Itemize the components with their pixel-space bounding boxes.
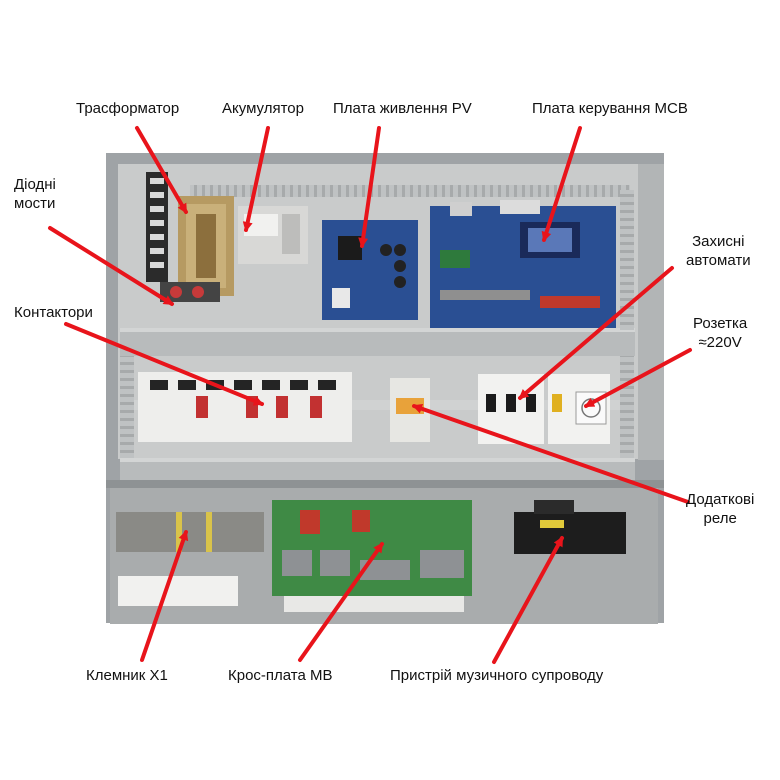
arrow-diode-bridges xyxy=(48,226,174,306)
label-socket-line1: Розетка xyxy=(693,315,748,332)
label-music-device: Пристрій музичного супроводу xyxy=(390,667,604,684)
arrow-protective-breakers xyxy=(518,266,674,400)
label-pv-board: Плата живлення PV xyxy=(333,100,472,117)
arrow-music-device xyxy=(492,536,564,664)
lower-components xyxy=(116,500,626,612)
label-diode-bridges: Діодні мости xyxy=(14,175,56,213)
label-protective-breakers-line2: автомати xyxy=(686,252,751,269)
arrow-socket xyxy=(584,348,692,408)
label-protective-breakers-line1: Захисні xyxy=(692,233,745,250)
label-protective-breakers: Захисні автомати xyxy=(686,232,751,270)
label-transformer: Трасформатор xyxy=(76,100,180,117)
arrow-battery xyxy=(242,126,270,232)
label-socket-line2: ≈220V xyxy=(698,334,742,351)
label-mcb-board: Плата керування MCB xyxy=(532,100,688,117)
arrow-contactors xyxy=(64,322,264,406)
arrow-pv-board xyxy=(358,126,381,248)
arrow-mcb-board xyxy=(541,126,582,242)
label-battery: Акумулятор xyxy=(222,100,304,117)
label-contactors: Контактори xyxy=(14,304,93,321)
arrow-terminal-block xyxy=(140,530,189,662)
label-extra-relays-line2: реле xyxy=(703,510,737,527)
pointer-arrows xyxy=(48,126,692,664)
arrow-cross-board xyxy=(298,542,384,662)
label-cross-board: Крос-плата MB xyxy=(228,667,333,684)
din-rail-components xyxy=(134,372,620,444)
label-socket: Розетка ≈220V xyxy=(693,314,747,352)
label-terminal-block: Клемник X1 xyxy=(86,667,168,684)
upper-components xyxy=(146,172,616,328)
label-diode-bridges-line1: Діодні xyxy=(14,176,56,193)
label-diode-bridges-line2: мости xyxy=(14,195,56,212)
arrow-extra-relays xyxy=(412,403,690,504)
label-extra-relays-line1: Додаткові xyxy=(686,491,755,508)
label-extra-relays: Додаткові реле xyxy=(686,490,754,528)
arrow-transformer xyxy=(135,126,188,214)
